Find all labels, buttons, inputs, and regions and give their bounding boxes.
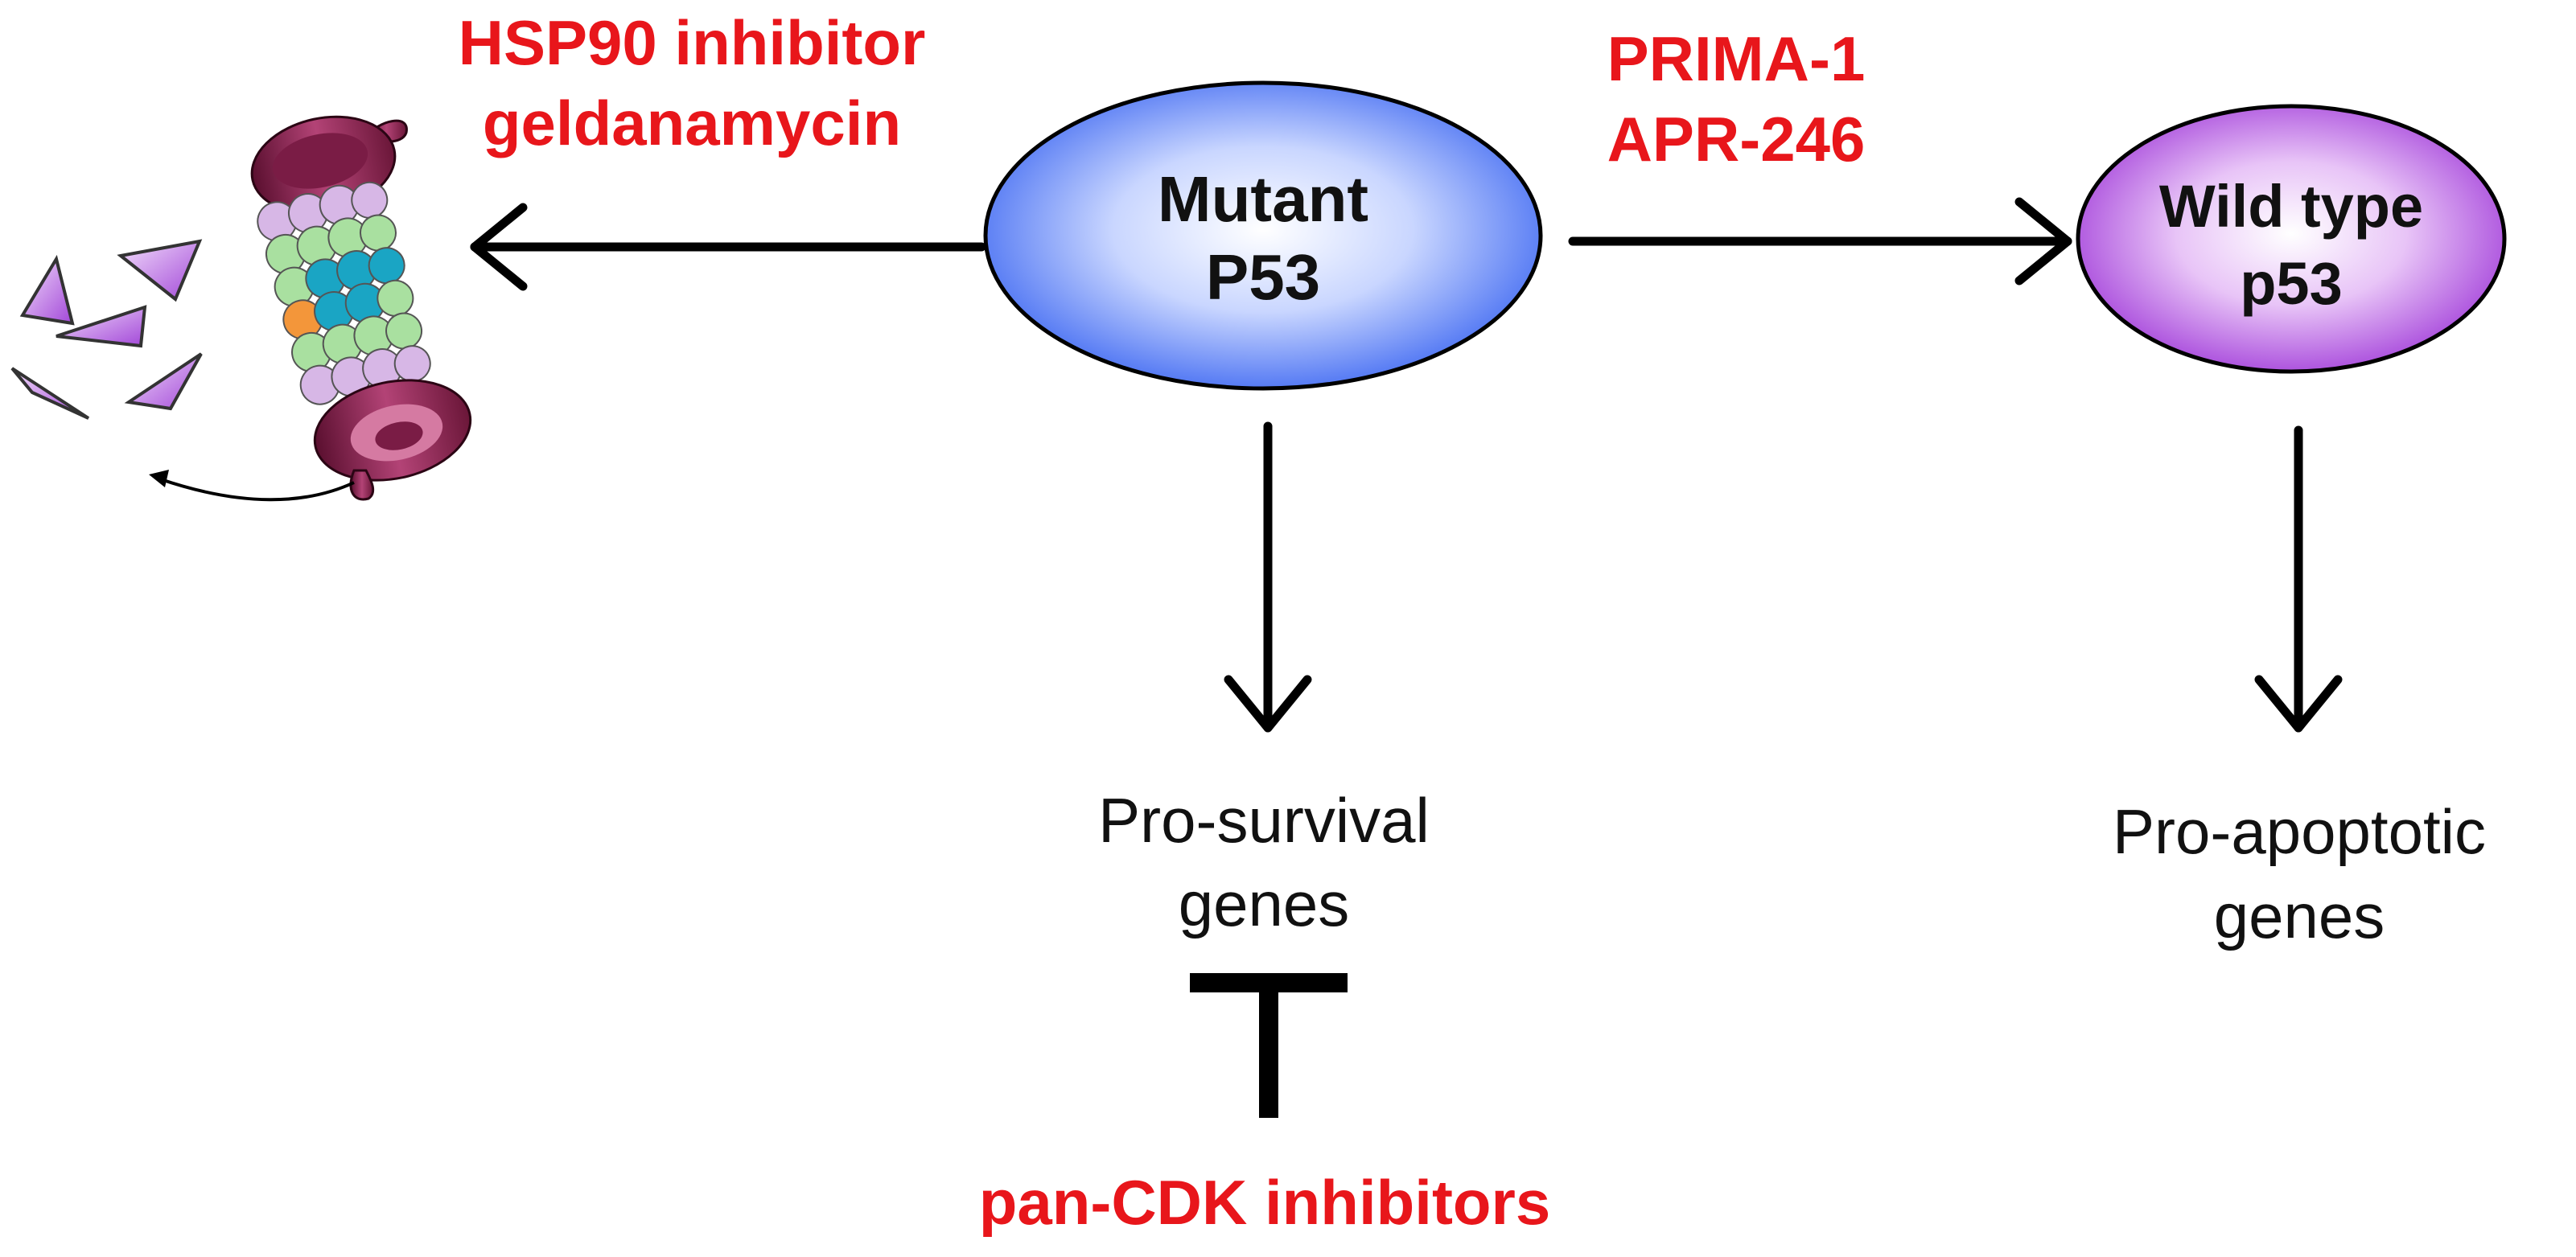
pro-apoptotic-genes-label: Pro-apoptotic genes — [2113, 796, 2486, 951]
svg-text:pan-CDK inhibitors: pan-CDK inhibitors — [979, 1167, 1551, 1238]
svg-text:APR-246: APR-246 — [1607, 104, 1866, 175]
peptide-fragment-icon — [10, 239, 203, 420]
arrow-to-wild-type — [1568, 197, 2072, 285]
svg-text:P53: P53 — [1206, 241, 1320, 313]
svg-text:HSP90 inhibitor: HSP90 inhibitor — [459, 7, 926, 78]
svg-text:Mutant: Mutant — [1158, 163, 1368, 235]
proteasome-icon — [149, 115, 472, 502]
svg-text:genes: genes — [1179, 869, 1350, 939]
svg-text:Wild type: Wild type — [2159, 173, 2423, 240]
arrow-to-proteasome — [470, 203, 986, 291]
pro-survival-genes-label: Pro-survival genes — [1098, 785, 1430, 939]
inhibition-bar — [1190, 973, 1348, 1118]
wild-type-p53-node: Wild type p53 — [2076, 104, 2507, 374]
svg-text:p53: p53 — [2240, 250, 2343, 317]
svg-text:genes: genes — [2214, 881, 2385, 951]
pan-cdk-inhibitors-label: pan-CDK inhibitors — [979, 1167, 1551, 1238]
svg-text:PRIMA-1: PRIMA-1 — [1607, 23, 1866, 94]
hsp90-inhibitor-label: HSP90 inhibitor geldanamycin — [459, 7, 926, 158]
arrow-to-pro-survival — [1224, 421, 1312, 733]
mutant-p53-node: Mutant P53 — [983, 80, 1543, 391]
svg-text:Pro-apoptotic: Pro-apoptotic — [2113, 796, 2486, 867]
arrow-to-pro-apoptotic — [2254, 425, 2343, 733]
svg-text:Pro-survival: Pro-survival — [1098, 785, 1430, 856]
svg-text:geldanamycin: geldanamycin — [483, 88, 901, 158]
prima-apr-label: PRIMA-1 APR-246 — [1607, 23, 1866, 175]
